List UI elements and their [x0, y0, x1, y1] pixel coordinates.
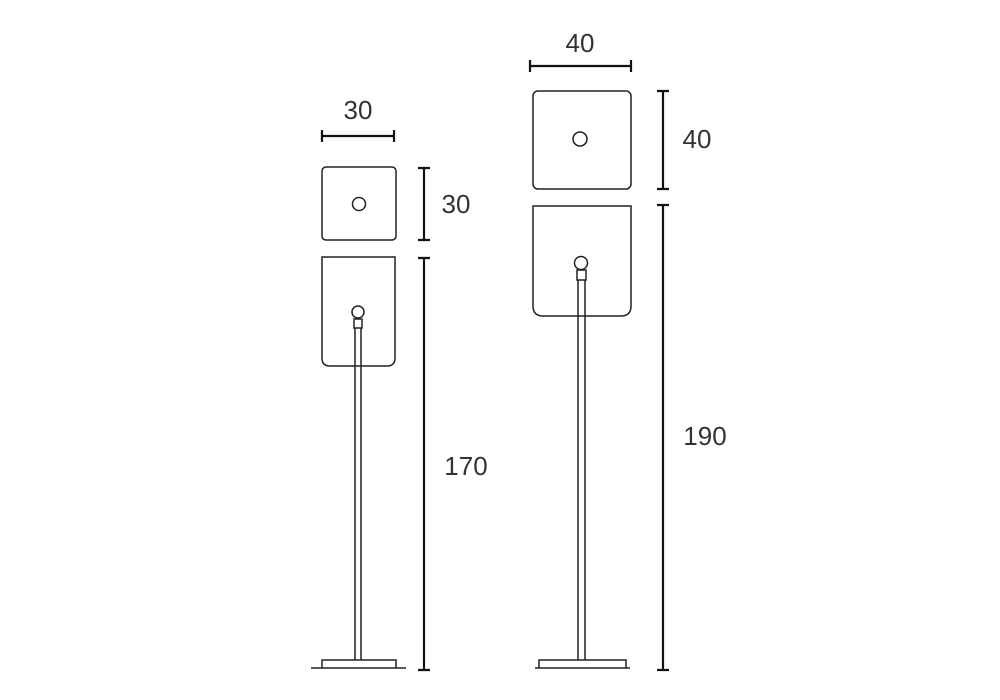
bulb [351, 305, 365, 329]
total-height-dimension: 190 [657, 203, 727, 672]
head-center-hole [572, 131, 588, 147]
total-height-dimension: 170 [418, 256, 488, 672]
total-height-label: 170 [444, 451, 487, 481]
pole [354, 328, 362, 660]
head-height-label: 40 [683, 124, 712, 154]
bulb [573, 255, 589, 281]
head-height-dimension: 30 [418, 166, 471, 242]
base [311, 659, 406, 669]
total-height-label: 190 [683, 421, 726, 451]
shade [532, 205, 632, 317]
large-lamp: 40 40 190 [528, 28, 727, 672]
head-front-view [532, 90, 632, 190]
shade [321, 256, 396, 367]
head-height-label: 30 [442, 189, 471, 219]
head-height-dimension: 40 [657, 89, 712, 191]
small-lamp: 30 30 170 [311, 95, 488, 672]
width-dimension: 30 [320, 95, 396, 142]
width-label: 30 [344, 95, 373, 125]
width-label: 40 [566, 28, 595, 58]
head-front-view [321, 166, 397, 241]
base [535, 659, 630, 669]
pole [577, 280, 586, 660]
width-dimension: 40 [528, 28, 633, 72]
head-center-hole [351, 196, 367, 212]
